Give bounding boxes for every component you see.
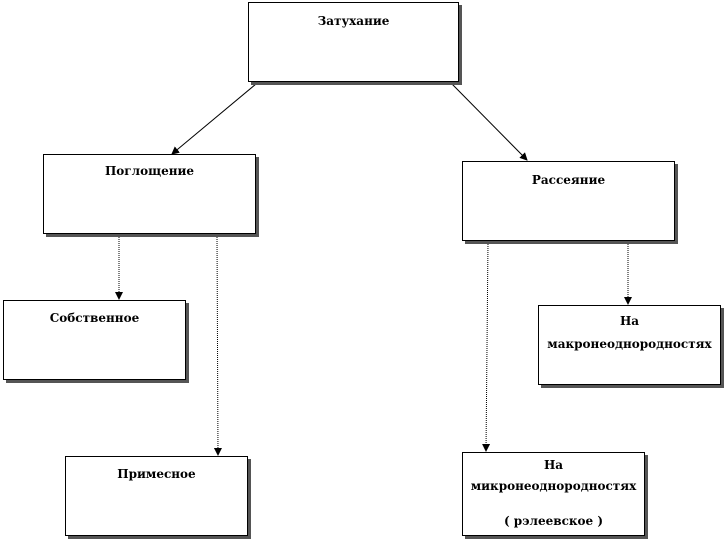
node-intrinsic-label: Собственное xyxy=(49,311,140,325)
edge-absorption-to-impurity xyxy=(213,234,222,456)
node-micro-line3: ( рэлеевское ) xyxy=(503,514,604,528)
node-scattering-label: Рассеяние xyxy=(531,173,606,187)
node-intrinsic: Собственное xyxy=(3,300,186,380)
node-macro-line1: На xyxy=(619,314,640,328)
edge-scattering-to-micro xyxy=(482,241,491,452)
edge-root-to-scattering xyxy=(451,83,528,161)
node-root-label: Затухание xyxy=(317,14,390,28)
edge-root-to-absorption xyxy=(171,83,257,155)
node-impurity: Примесное xyxy=(65,456,248,536)
node-micro-line2: микронеоднородностях xyxy=(470,479,637,493)
node-root: Затухание xyxy=(248,2,459,82)
node-absorption-label: Поглощение xyxy=(104,164,195,178)
node-micro: На микронеоднородностях ( рэлеевское ) xyxy=(462,452,645,536)
node-macro: На макронеоднородностях xyxy=(538,305,721,385)
node-macro-line2: макронеоднородностях xyxy=(547,337,712,351)
node-absorption: Поглощение xyxy=(43,154,256,234)
node-micro-line1: На xyxy=(543,458,564,472)
node-impurity-label: Примесное xyxy=(117,467,196,481)
node-scattering: Рассеяние xyxy=(462,161,675,241)
